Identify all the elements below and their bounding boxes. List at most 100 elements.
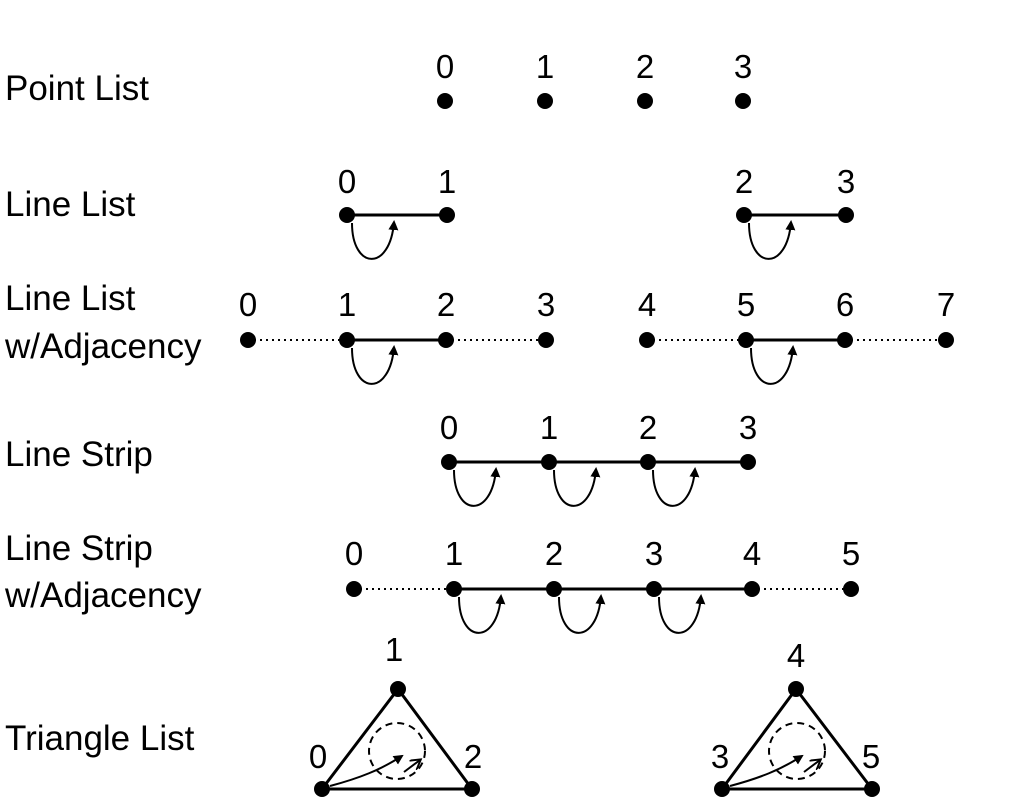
vertex-point [639, 332, 655, 348]
vertex-point [240, 332, 256, 348]
winding-arrow [453, 467, 501, 507]
label-line-strip-adj-line2: w/Adjacency [4, 576, 202, 615]
index-label: 4 [743, 535, 761, 572]
index-label: 2 [636, 48, 654, 85]
index-label: 0 [309, 738, 327, 775]
index-label: 6 [836, 286, 854, 323]
vertex-point [446, 581, 462, 597]
index-label: 1 [438, 163, 456, 200]
row-line-strip: 0 1 2 3 [440, 409, 757, 507]
winding-arrow [750, 345, 798, 385]
winding-arrow [658, 594, 706, 634]
vertex-point [438, 332, 454, 348]
vertex-point [439, 207, 455, 223]
index-label: 1 [338, 286, 356, 323]
vertex-point [714, 781, 730, 797]
index-label: 3 [837, 163, 855, 200]
row-line-strip-adjacency: 0 1 2 3 4 5 [345, 535, 860, 634]
triangle [314, 681, 480, 797]
winding-arrow [748, 220, 796, 260]
vertex-point [640, 454, 656, 470]
vertex-point [537, 93, 553, 109]
triangle-outline [318, 686, 475, 791]
index-label: 2 [437, 286, 455, 323]
row-point-list: 0 1 2 3 [436, 48, 752, 109]
winding-arrow [553, 467, 601, 507]
winding-arrow [803, 760, 820, 773]
index-label: 0 [345, 535, 363, 572]
index-label: 2 [545, 535, 563, 572]
winding-arrow [458, 594, 506, 634]
label-line-list-adj-line2: w/Adjacency [4, 327, 202, 366]
index-label: 4 [787, 637, 805, 674]
index-label: 2 [735, 163, 753, 200]
label-triangle-list: Triangle List [5, 719, 195, 758]
index-label: 2 [464, 738, 482, 775]
winding-circle [368, 722, 426, 780]
vertex-point [339, 207, 355, 223]
winding-arrow [652, 467, 700, 507]
winding-arrow [329, 754, 404, 787]
index-label: 5 [862, 738, 880, 775]
index-label: 0 [239, 286, 257, 323]
index-label: 7 [937, 286, 955, 323]
label-line-strip-adj-line1: Line Strip [5, 529, 153, 568]
vertex-point [864, 781, 880, 797]
label-line-list-adj-line1: Line List [5, 279, 136, 318]
vertex-point [390, 681, 406, 697]
vertex-point [314, 781, 330, 797]
vertex-point [740, 454, 756, 470]
index-label: 5 [737, 286, 755, 323]
label-line-strip: Line Strip [5, 435, 153, 474]
vertex-point [788, 681, 804, 697]
label-point-list: Point List [5, 69, 149, 108]
vertex-point [541, 454, 557, 470]
vertex-point [646, 581, 662, 597]
vertex-point [437, 93, 453, 109]
row-labels: Point List Line List Line List w/Adjacen… [4, 69, 202, 758]
winding-arrow [729, 754, 804, 787]
index-label: 3 [739, 409, 757, 446]
index-label: 3 [537, 286, 555, 323]
index-label: 3 [711, 738, 729, 775]
index-label: 4 [638, 286, 656, 323]
index-label: 1 [536, 48, 554, 85]
index-label: 0 [338, 163, 356, 200]
vertex-point [736, 207, 752, 223]
winding-circle [768, 722, 826, 780]
vertex-point [838, 207, 854, 223]
index-label: 0 [436, 48, 454, 85]
winding-arrow [403, 760, 420, 773]
winding-arrow [351, 220, 399, 260]
row-line-list-adjacency: 0 1 2 3 4 5 6 7 [239, 286, 955, 385]
vertex-point [441, 454, 457, 470]
row-line-list: 0 1 2 3 [338, 163, 855, 260]
vertex-point [546, 581, 562, 597]
index-label: 0 [440, 409, 458, 446]
vertex-point [735, 93, 751, 109]
vertex-point [938, 332, 954, 348]
vertex-point [538, 332, 554, 348]
index-label: 1 [385, 631, 403, 668]
index-label: 2 [639, 409, 657, 446]
vertex-point [843, 581, 859, 597]
winding-arrow [351, 345, 399, 385]
vertex-point [837, 332, 853, 348]
index-label: 3 [645, 535, 663, 572]
vertex-point [744, 581, 760, 597]
vertex-point [637, 93, 653, 109]
index-label: 5 [842, 535, 860, 572]
vertex-point [339, 332, 355, 348]
winding-arrow [558, 594, 606, 634]
label-line-list: Line List [5, 185, 136, 224]
vertex-point [346, 581, 362, 597]
triangle [714, 681, 880, 797]
index-label: 1 [445, 535, 463, 572]
row-triangle-list: 1 0 2 4 3 5 [309, 631, 880, 797]
triangle-outline [719, 686, 876, 791]
vertex-point [738, 332, 754, 348]
vertex-point [464, 781, 480, 797]
index-label: 3 [734, 48, 752, 85]
